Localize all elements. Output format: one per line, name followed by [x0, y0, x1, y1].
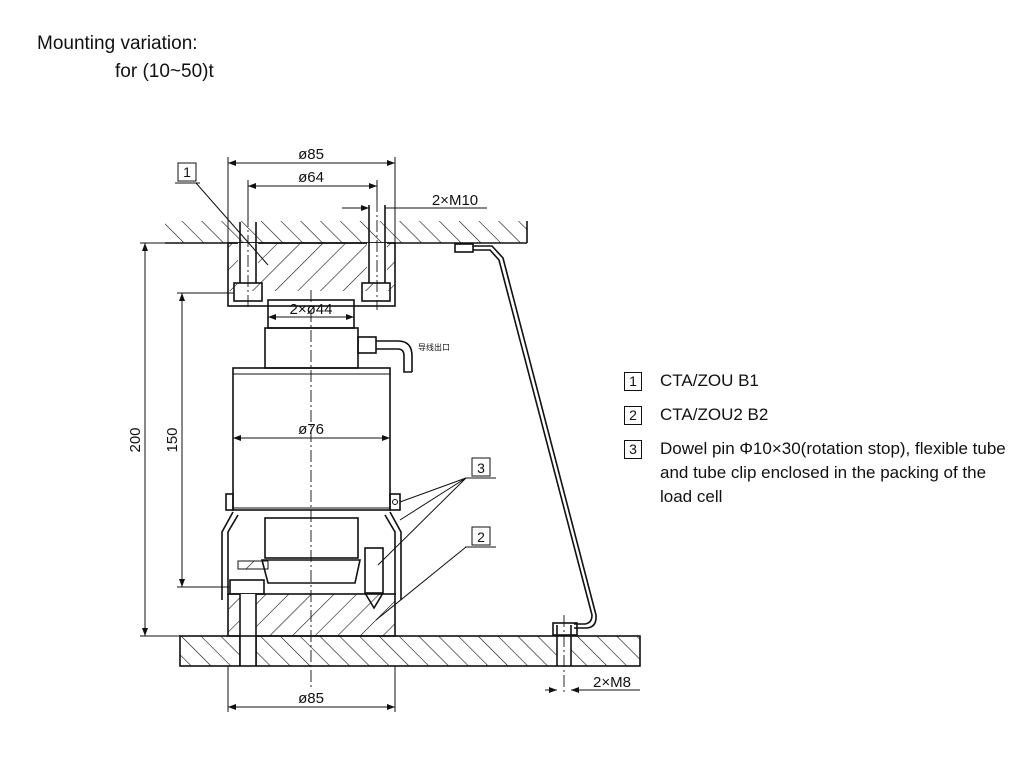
cable-outlet-label: 导线出口	[418, 342, 450, 352]
dim-body: ø76	[298, 421, 324, 438]
lower-support-plate	[179, 615, 641, 695]
dim-top-thread: 2×M10	[432, 192, 478, 209]
svg-text:3: 3	[477, 460, 485, 476]
svg-text:2: 2	[477, 529, 485, 545]
legend-item: 1 CTA/ZOU B1	[624, 369, 1015, 393]
legend-item: 3 Dowel pin Φ10×30(rotation stop), flexi…	[624, 437, 1015, 509]
dim-top-cell: 2×ø44	[290, 301, 333, 318]
dim-bottom-outer: ø85	[298, 690, 324, 707]
cable-outlet: 导线出口	[357, 336, 450, 373]
legend-number: 2	[624, 406, 642, 425]
legend-number: 1	[624, 372, 642, 391]
callout-1: 1	[175, 162, 269, 266]
parts-legend: 1 CTA/ZOU B1 2 CTA/ZOU2 B2 3 Dowel pin Φ…	[624, 369, 1015, 519]
dimension-lines	[140, 157, 640, 712]
svg-text:1: 1	[183, 164, 191, 180]
bottom-cup	[221, 493, 402, 610]
legend-text: Dowel pin Φ10×30(rotation stop), flexibl…	[660, 439, 1006, 506]
dim-bottom-thread: 2×M8	[593, 674, 631, 691]
legend-number: 3	[624, 440, 642, 459]
legend-text: CTA/ZOU2 B2	[660, 405, 769, 424]
load-cell	[232, 299, 391, 511]
legend-item: 2 CTA/ZOU2 B2	[624, 403, 1015, 427]
dim-height-total: 200	[127, 427, 144, 452]
title-line-1: Mounting variation:	[37, 33, 198, 54]
flexible-tube	[454, 243, 597, 636]
title-line-2: for (10~50)t	[115, 61, 214, 82]
dim-top-inner: ø64	[298, 169, 324, 186]
upper-support-plate	[165, 221, 528, 244]
legend-text: CTA/ZOU B1	[660, 371, 759, 390]
dim-top-outer: ø85	[298, 146, 324, 163]
drawing-title: Mounting variation: for (10~50)t	[37, 30, 214, 86]
callout-3: 3	[377, 457, 496, 566]
upper-mounting-block	[227, 200, 396, 310]
callout-2: 2	[375, 526, 496, 621]
dim-height-cell: 150	[164, 427, 181, 452]
